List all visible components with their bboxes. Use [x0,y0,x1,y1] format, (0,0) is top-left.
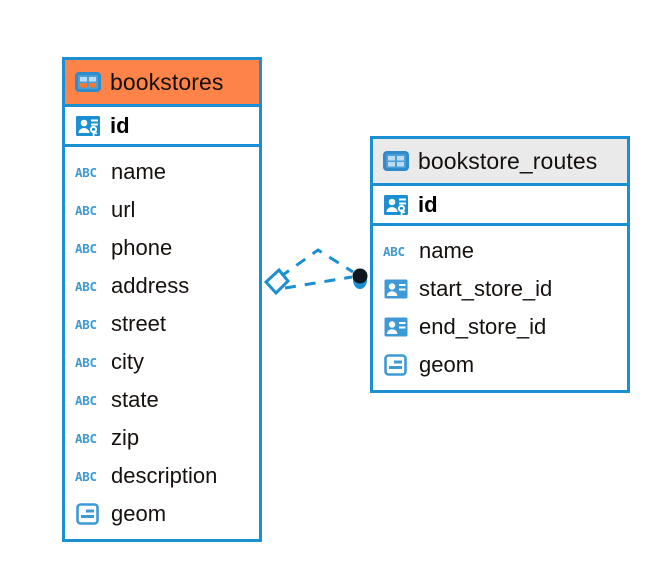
field-label-city: city [111,349,144,374]
filled-circle-marker-ring [353,271,367,289]
field-label-geom: geom [111,501,167,526]
field-label-state: state [111,387,159,412]
abc-text-icon: ABC [75,430,97,446]
entity-header-bookstores[interactable]: bookstores [65,60,259,104]
field-label-zip: zip [111,425,140,450]
geometry-icon [384,354,407,376]
field-row-zip[interactable]: ABC zip [65,419,259,457]
field-row-geom[interactable]: geom [65,495,259,533]
primary-key-icon [384,194,408,215]
foreign-key-icon [384,317,408,337]
geometry-icon [76,503,99,525]
field-row-url[interactable]: ABC url [65,191,259,229]
field-label-start-store-id: start_store_id [419,276,553,301]
field-label-geom: geom [419,352,475,377]
entity-bookstore-routes[interactable]: bookstore_routes id ABC name [370,136,630,393]
field-list-bookstores: ABC name ABC url ABC phone ABC address A… [65,147,259,539]
field-row-name[interactable]: ABC name [373,232,627,270]
field-row-address[interactable]: ABC address [65,267,259,305]
field-label-street: street [111,311,167,336]
abc-text-icon: ABC [75,202,97,218]
abc-text-icon: ABC [75,278,97,294]
entity-bookstores[interactable]: bookstores id ABC name ABC url [62,57,262,542]
field-label-id: id [110,112,130,138]
field-row-city[interactable]: ABC city [65,343,259,381]
field-label-address: address [111,273,190,298]
field-row-description[interactable]: ABC description [65,457,259,495]
field-row-name[interactable]: ABC name [65,153,259,191]
abc-text-icon: ABC [75,164,97,180]
field-label-id: id [418,191,438,217]
abc-text-icon: ABC [75,316,97,332]
field-label-name: name [111,159,167,184]
field-list-bookstore-routes: ABC name start_store_id [373,226,627,390]
field-row-state[interactable]: ABC state [65,381,259,419]
field-row-geom[interactable]: geom [373,346,627,384]
field-row-id[interactable]: id [373,183,627,226]
abc-text-icon: ABC [75,392,97,408]
relationship-line-lower [284,275,353,290]
field-row-end-store-id[interactable]: end_store_id [373,308,627,346]
field-label-description: description [111,463,218,488]
filled-circle-marker [352,268,368,284]
field-row-id[interactable]: id [65,104,259,147]
field-label-url: url [111,197,136,222]
foreign-key-icon [384,279,408,299]
entity-title-bookstores: bookstores [110,68,224,95]
entity-title-bookstore-routes: bookstore_routes [418,147,598,174]
field-row-start-store-id[interactable]: start_store_id [373,270,627,308]
field-label-name: name [419,238,475,263]
field-label-end-store-id: end_store_id [419,314,547,339]
entity-header-bookstore-routes[interactable]: bookstore_routes [373,139,627,183]
abc-text-icon: ABC [75,240,97,256]
table-grid-icon [75,72,101,92]
primary-key-icon [76,115,100,136]
field-row-street[interactable]: ABC street [65,305,259,343]
abc-text-icon: ABC [383,243,405,259]
field-row-phone[interactable]: ABC phone [65,229,259,267]
relationship-line-upper [279,248,354,279]
field-label-phone: phone [111,235,173,260]
abc-text-icon: ABC [75,468,97,484]
diamond-open-marker [263,267,291,296]
abc-text-icon: ABC [75,354,97,370]
table-grid-icon [383,151,409,171]
